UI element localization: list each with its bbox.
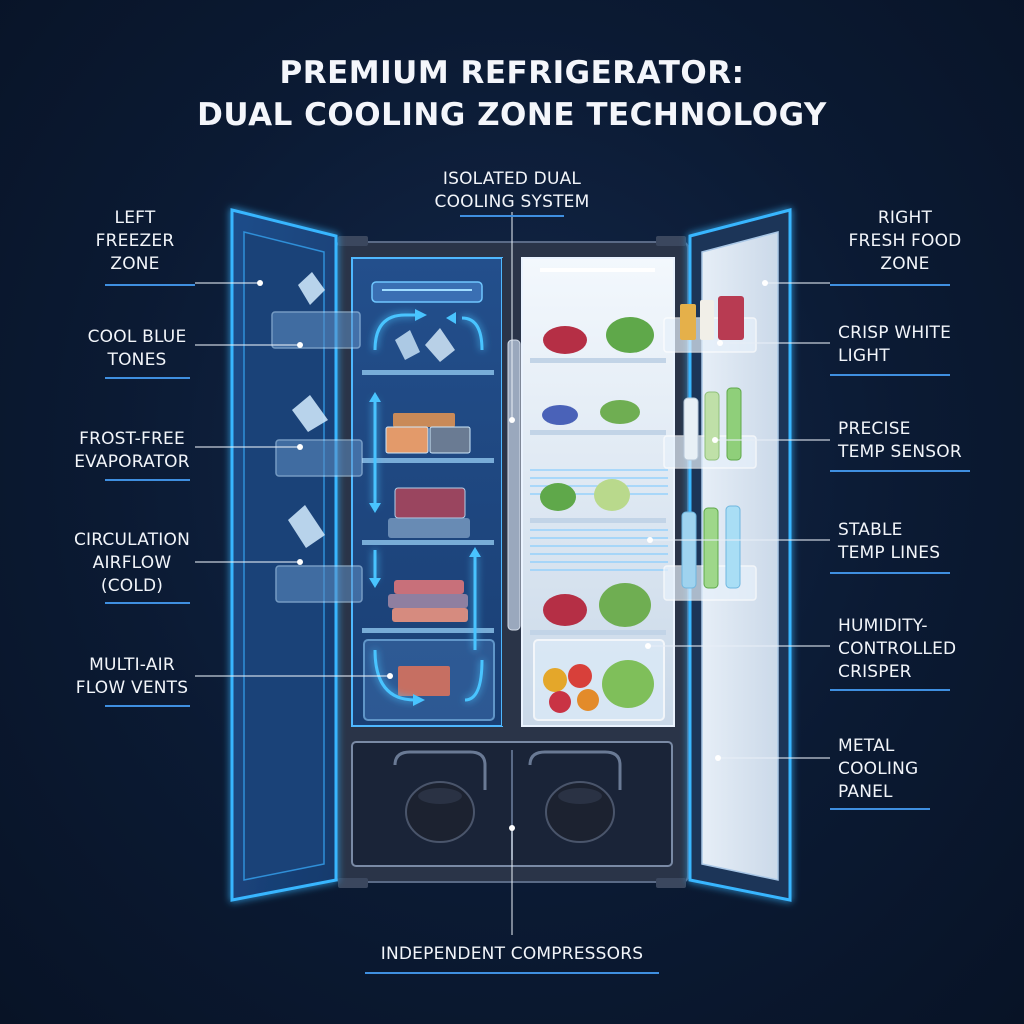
label-crisp-white-light: CRISP WHITE LIGHT <box>838 322 988 368</box>
label-metal-cooling-panel: METAL COOLING PANEL <box>838 735 988 804</box>
label-underline <box>830 808 930 810</box>
label-underline <box>830 572 950 574</box>
label-precise-temp-sensor: PRECISE TEMP SENSOR <box>838 418 998 464</box>
label-multi-air-flow-vents: MULTI-AIR FLOW VENTS <box>52 654 212 700</box>
evaporator-vent <box>372 282 482 302</box>
label-right-fresh-food-zone: RIGHT FRESH FOOD ZONE <box>830 207 980 276</box>
label-underline <box>830 689 950 691</box>
label-underline <box>460 215 564 217</box>
label-underline <box>830 374 950 376</box>
label-underline <box>830 284 950 286</box>
label-isolated-dual-cooling: ISOLATED DUAL COOLING SYSTEM <box>412 168 612 214</box>
freezer-compartment <box>352 258 502 726</box>
freezer-door-bin <box>276 440 362 476</box>
label-underline <box>105 602 190 604</box>
label-underline <box>365 972 659 974</box>
label-left-freezer-zone: LEFT FREEZER ZONE <box>80 207 190 276</box>
freezer-door-bin <box>276 566 362 602</box>
fresh-food-compartment <box>522 258 674 726</box>
label-underline <box>105 479 190 481</box>
label-frost-free-evaporator: FROST-FREE EVAPORATOR <box>52 428 212 474</box>
freezer-door-bin <box>272 312 360 348</box>
label-underline <box>105 377 190 379</box>
label-cool-blue-tones: COOL BLUE TONES <box>62 326 212 372</box>
label-humidity-controlled-crisper: HUMIDITY- CONTROLLED CRISPER <box>838 615 998 684</box>
label-independent-compressors: INDEPENDENT COMPRESSORS <box>342 943 682 966</box>
label-underline <box>830 470 970 472</box>
label-circulation-airflow: CIRCULATION AIRFLOW (COLD) <box>52 529 212 598</box>
label-stable-temp-lines: STABLE TEMP LINES <box>838 519 988 565</box>
label-underline <box>105 705 190 707</box>
label-underline <box>105 284 195 286</box>
